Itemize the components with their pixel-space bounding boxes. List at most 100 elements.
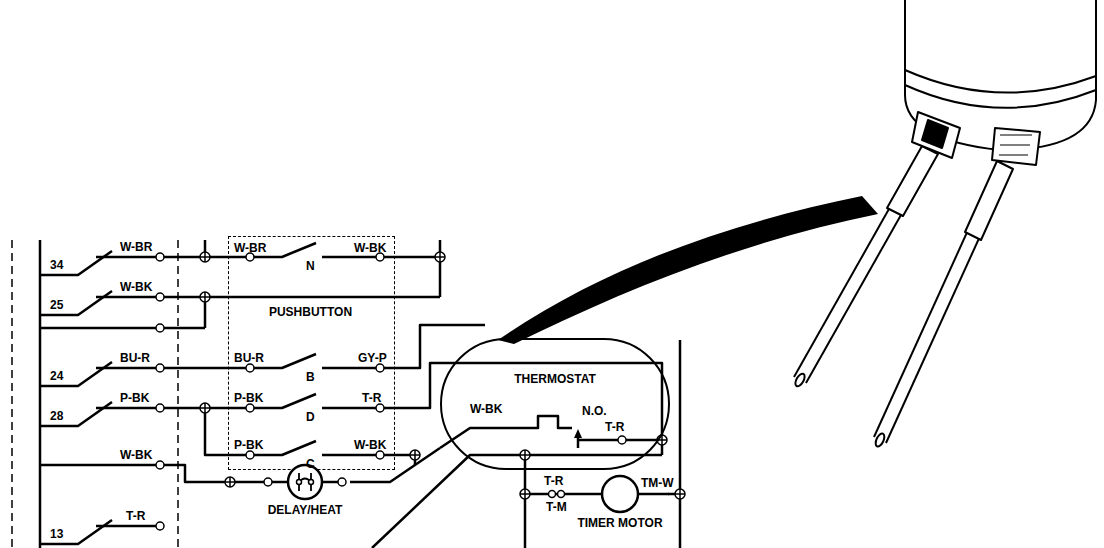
- wire-code: W-BK: [120, 448, 152, 462]
- wire-code: W-BK: [354, 438, 386, 452]
- switch-number: 34: [50, 258, 63, 272]
- wire: [96, 407, 156, 410]
- wire-code: W-BK: [354, 241, 386, 255]
- wire-code: BU-R: [234, 351, 264, 365]
- junction: [520, 489, 530, 499]
- dashed-boundary: [12, 240, 178, 548]
- delay-heat-symbol: DELAY/HEAT: [260, 465, 350, 521]
- thermostat-illustration: [999, 135, 1032, 155]
- wire: [40, 251, 112, 275]
- delay-heat-symbol: [288, 465, 322, 499]
- wire: [322, 454, 376, 457]
- wire: [384, 325, 485, 368]
- terminal: [156, 364, 164, 372]
- thermostat-illustration: [887, 146, 938, 216]
- terminal: [156, 461, 164, 469]
- wire-code: T-R: [605, 420, 624, 434]
- terminal: [156, 253, 164, 261]
- terminal: [376, 404, 384, 412]
- switch-number: 24: [50, 369, 63, 383]
- wire: [40, 520, 112, 544]
- junction: [657, 435, 667, 445]
- wire-code: T-R: [544, 474, 563, 488]
- wire: [40, 291, 112, 315]
- wire: [40, 402, 112, 426]
- wire: [578, 439, 618, 442]
- wire: [40, 240, 680, 548]
- wire: [164, 367, 246, 370]
- pushbutton-label: PUSHBUTTON: [269, 305, 352, 319]
- terminal: [376, 451, 384, 459]
- leader-wedge: [498, 196, 878, 344]
- dashed-boundary: [11, 240, 13, 548]
- junction: [225, 477, 235, 487]
- thermostat-outline: THERMOSTATW-BKN.O.T-R: [440, 338, 670, 470]
- wire: [322, 481, 338, 484]
- switch-number: 28: [50, 409, 63, 423]
- thermostat-illustration: [793, 372, 806, 388]
- leader-wedge: [498, 196, 878, 344]
- terminal: [558, 491, 565, 498]
- wire-code: W-BR: [120, 240, 152, 254]
- thermostat-illustration: [874, 432, 886, 448]
- terminal: [246, 364, 254, 372]
- wire-code: TM-W: [641, 476, 674, 490]
- component-label: DELAY/HEAT: [268, 503, 343, 517]
- wire-code: T-M: [546, 500, 567, 514]
- wire-code: T-R: [126, 509, 145, 523]
- wire-code: C: [306, 457, 315, 471]
- switch-number: 13: [50, 527, 63, 541]
- wire: [39, 240, 42, 548]
- wire: [577, 437, 580, 448]
- junction: [200, 403, 210, 413]
- wire-code: N: [306, 259, 315, 273]
- contact-label: N.O.: [582, 404, 607, 418]
- contact-arrow: [574, 429, 582, 438]
- wire-connector: [525, 470, 571, 494]
- wire: [679, 340, 682, 548]
- wire-code: W-BK: [120, 280, 152, 294]
- terminal: [156, 253, 626, 530]
- contact-point: [297, 480, 302, 485]
- contact-point: [309, 480, 314, 485]
- wire: [164, 465, 226, 482]
- junction: [520, 450, 530, 460]
- junction: [200, 292, 210, 302]
- wire-code: P-BK: [234, 438, 263, 452]
- component-label: TIMER MOTOR: [577, 516, 662, 530]
- terminal: [156, 324, 164, 332]
- wire: [322, 256, 376, 259]
- wire-code: B: [306, 370, 315, 384]
- wire: [384, 363, 662, 455]
- switch-number: 25: [50, 298, 63, 312]
- wire: [272, 481, 288, 484]
- thermostat-illustration: [992, 128, 1040, 165]
- wire: [440, 416, 572, 448]
- thermostat-illustration: [793, 0, 1096, 448]
- wire-code: P-BK: [234, 391, 263, 405]
- wire: [322, 407, 376, 410]
- terminal: [338, 478, 346, 486]
- terminal: [618, 436, 626, 444]
- wire-code: D: [306, 410, 315, 424]
- terminal: [156, 404, 164, 412]
- terminal: [156, 522, 164, 530]
- wire: [384, 256, 440, 259]
- junction: [200, 252, 210, 262]
- terminal: [264, 478, 272, 486]
- thermostat-label: THERMOSTAT: [514, 372, 596, 386]
- wire: [524, 494, 527, 548]
- wire-code: P-BK: [120, 391, 149, 405]
- junction: [675, 489, 685, 499]
- terminal: [246, 404, 254, 412]
- thermostat-illustration: [905, 85, 1096, 108]
- contact-arrow: [574, 429, 582, 438]
- wire: [164, 327, 205, 330]
- wire: [40, 362, 112, 386]
- wire-code: W-BR: [234, 241, 266, 255]
- wire: [96, 296, 156, 299]
- thermostat-illustration: [922, 120, 948, 148]
- wire-code: BU-R: [120, 351, 150, 365]
